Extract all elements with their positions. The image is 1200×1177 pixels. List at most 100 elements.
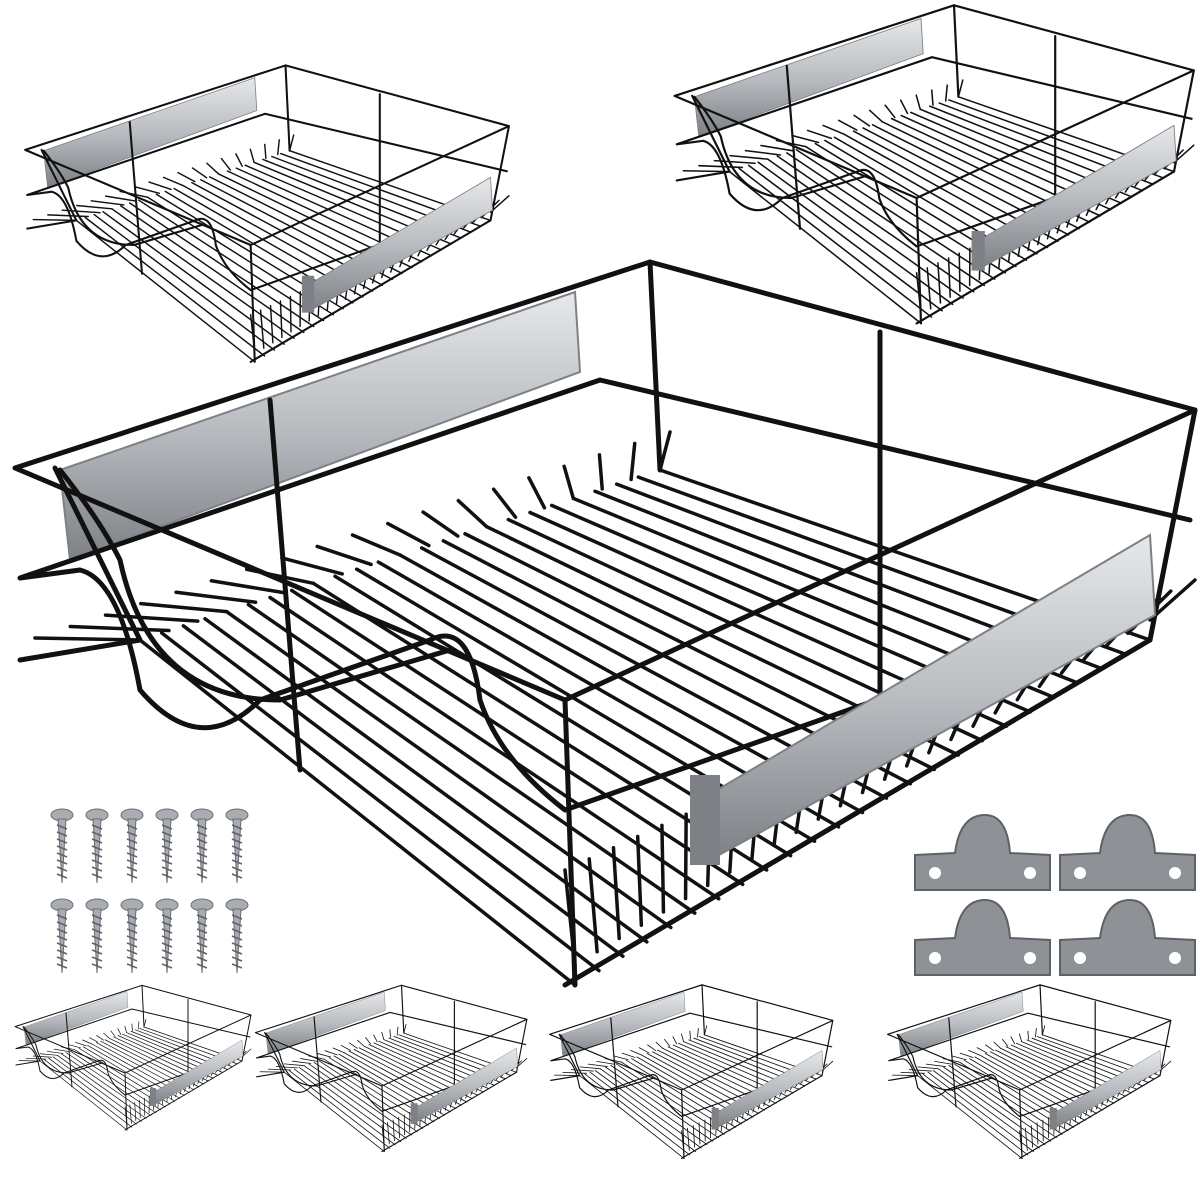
- screw-thread: [56, 949, 68, 955]
- screw-thread: [126, 852, 138, 858]
- screw-thread: [161, 963, 173, 969]
- bracket-hole: [1074, 952, 1086, 964]
- screw-thread: [231, 914, 243, 920]
- screw-thread: [231, 866, 243, 872]
- screw: [120, 898, 144, 974]
- screw-thread: [126, 845, 138, 851]
- screw: [85, 808, 109, 884]
- screw-thread: [126, 859, 138, 865]
- screw-thread: [126, 956, 138, 962]
- screw-thread: [196, 838, 208, 844]
- screw-thread: [91, 859, 103, 865]
- screw-thread: [161, 914, 173, 920]
- screw-thread: [91, 838, 103, 844]
- screw-thread: [56, 824, 68, 830]
- mounting-bracket: [1059, 813, 1196, 891]
- mounting-bracket: [1059, 898, 1196, 976]
- screw: [225, 808, 249, 884]
- screw-thread: [56, 921, 68, 927]
- screw-thread: [91, 942, 103, 948]
- bracket-hole: [929, 867, 941, 879]
- bracket-hole: [1169, 867, 1181, 879]
- screw: [120, 808, 144, 884]
- screw-thread: [196, 928, 208, 934]
- screw-thread: [161, 824, 173, 830]
- screw-thread: [231, 824, 243, 830]
- screw-thread: [56, 859, 68, 865]
- bracket-hole: [1169, 952, 1181, 964]
- screw-thread: [161, 949, 173, 955]
- bracket-hole: [929, 952, 941, 964]
- screw-thread: [196, 935, 208, 941]
- screw-thread: [196, 956, 208, 962]
- screw-thread: [196, 873, 208, 879]
- screw-thread: [231, 935, 243, 941]
- screw-thread: [56, 942, 68, 948]
- screw-thread: [161, 873, 173, 879]
- screw: [155, 808, 179, 884]
- screw: [190, 808, 214, 884]
- screw-thread: [231, 963, 243, 969]
- screw-thread: [231, 838, 243, 844]
- screw: [50, 898, 74, 974]
- screw-thread: [56, 928, 68, 934]
- screw-thread: [161, 852, 173, 858]
- screw-thread: [91, 824, 103, 830]
- screw-thread: [91, 866, 103, 872]
- screw-thread: [196, 949, 208, 955]
- screw-thread: [196, 942, 208, 948]
- basket-thumbnail-bottom-1: [14, 984, 252, 1131]
- bracket-hole: [1024, 952, 1036, 964]
- screw-thread: [161, 831, 173, 837]
- screw-thread: [56, 956, 68, 962]
- screw-thread: [91, 831, 103, 837]
- screw-thread: [231, 831, 243, 837]
- mounting-bracket-set: [914, 813, 1196, 976]
- screw: [225, 898, 249, 974]
- screw-thread: [231, 852, 243, 858]
- screw-thread: [91, 949, 103, 955]
- screw-thread: [56, 831, 68, 837]
- screw-thread: [91, 845, 103, 851]
- screw-thread: [196, 963, 208, 969]
- screw-thread: [161, 859, 173, 865]
- bracket-body: [914, 813, 1051, 891]
- screw-thread: [91, 852, 103, 858]
- screw-thread: [161, 838, 173, 844]
- screw-thread: [161, 845, 173, 851]
- screw-thread: [56, 963, 68, 969]
- screw-thread: [161, 866, 173, 872]
- screw: [50, 808, 74, 884]
- screw-thread: [196, 859, 208, 865]
- screw-thread: [56, 845, 68, 851]
- bracket-hole: [1024, 867, 1036, 879]
- screw-thread: [161, 935, 173, 941]
- screw-thread: [91, 928, 103, 934]
- basket-thumbnail-bottom-3: [548, 984, 834, 1160]
- screw-thread: [56, 873, 68, 879]
- screw-thread: [56, 852, 68, 858]
- screw-thread: [161, 942, 173, 948]
- screw: [85, 898, 109, 974]
- screw-thread: [126, 921, 138, 927]
- screw-thread: [126, 949, 138, 955]
- screw-thread: [196, 852, 208, 858]
- screw-set: [50, 808, 249, 974]
- bracket-body: [914, 898, 1051, 976]
- mounting-bracket: [914, 813, 1051, 891]
- screw-thread: [56, 914, 68, 920]
- screw-thread: [231, 859, 243, 865]
- bracket-hole: [1074, 867, 1086, 879]
- screw-thread: [196, 824, 208, 830]
- screw-thread: [56, 838, 68, 844]
- screw-thread: [231, 949, 243, 955]
- screw-thread: [196, 914, 208, 920]
- screw-thread: [161, 921, 173, 927]
- screw-thread: [126, 831, 138, 837]
- screw-thread: [196, 866, 208, 872]
- screw: [155, 898, 179, 974]
- screw-thread: [196, 845, 208, 851]
- basket-thumbnail-top-left: [24, 64, 510, 363]
- screw-thread: [126, 914, 138, 920]
- screw-thread: [231, 921, 243, 927]
